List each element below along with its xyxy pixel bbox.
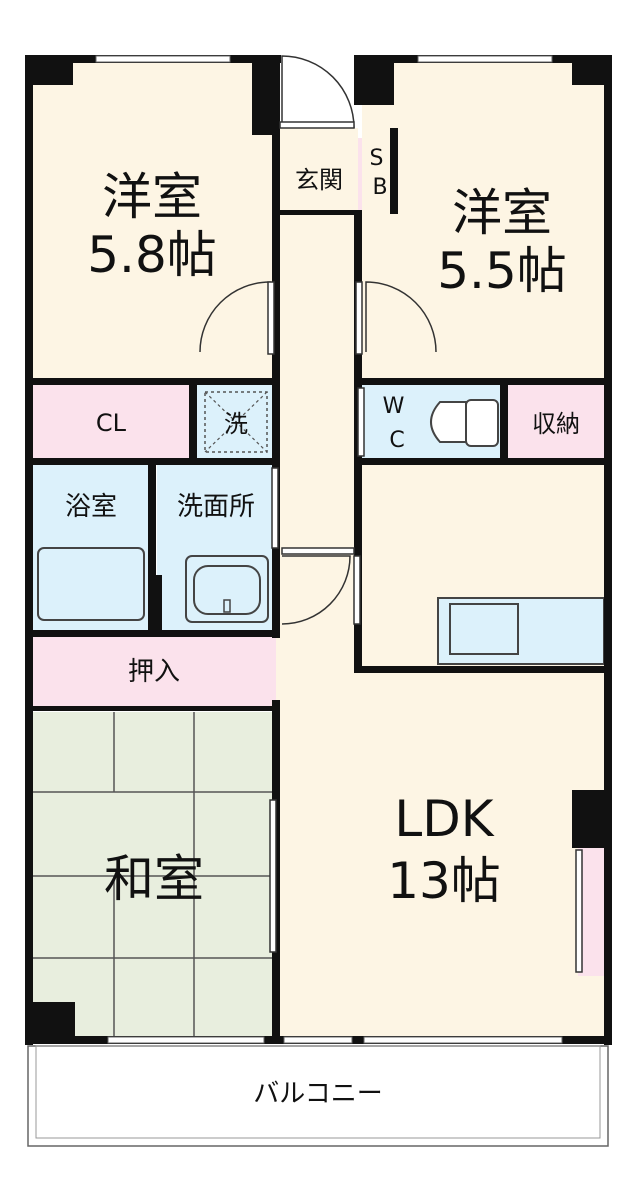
ldk-area [276, 672, 604, 1040]
washroom-label: 洗面所 [177, 492, 255, 522]
storage-label: 収納 [532, 410, 580, 438]
washer-pan [204, 391, 268, 453]
shoe-box-label-1: S [370, 146, 384, 171]
kitchen-sink [449, 603, 519, 655]
windows [95, 55, 563, 1044]
toilet-label: W C [383, 394, 412, 453]
entrance-door [281, 55, 355, 129]
western-room-2 [362, 62, 604, 380]
western-room-2-size: 5.5帖 [437, 242, 567, 300]
toilet-tank [465, 399, 499, 447]
room2-door [365, 281, 437, 353]
entrance-label: 玄関 [295, 166, 343, 194]
shoe-box-label: S B [370, 146, 391, 200]
closet-label: CL [96, 409, 127, 437]
oshiire-area [33, 636, 276, 708]
western-room-2-name: 洋室 [452, 184, 552, 242]
balcony-inner [35, 1045, 601, 1139]
storage-area [508, 384, 604, 460]
balcony-area [27, 1045, 609, 1147]
shoe-box-label-2: B [372, 175, 387, 200]
washbasin [185, 555, 269, 623]
ldk-size: 13帖 [387, 852, 501, 910]
japanese-room-name: 和室 [104, 850, 204, 908]
toilet-label-1: W [383, 394, 405, 419]
tatami-lines [33, 712, 276, 1040]
room1-door [199, 281, 271, 353]
washroom-door [281, 555, 351, 625]
ldk-name: LDK [394, 790, 494, 848]
closet-area [33, 384, 190, 460]
western-room-1-size: 5.8帖 [87, 226, 217, 284]
toilet-label-2: C [389, 428, 404, 453]
balcony-label: バルコニー [253, 1079, 382, 1109]
washer-pan-diag-2 [204, 391, 268, 453]
faucet [223, 599, 231, 613]
washer-label: 洗 [224, 410, 248, 438]
western-room-1-name: 洋室 [102, 168, 202, 226]
washbasin-bowl [193, 565, 261, 615]
toilet-bowl [430, 401, 467, 443]
entrance-area [280, 135, 358, 213]
doors [199, 55, 583, 973]
oshiire-label: 押入 [128, 657, 180, 687]
western-room-1 [33, 62, 276, 380]
bathtub [37, 547, 145, 621]
bathroom-label: 浴室 [65, 492, 117, 522]
